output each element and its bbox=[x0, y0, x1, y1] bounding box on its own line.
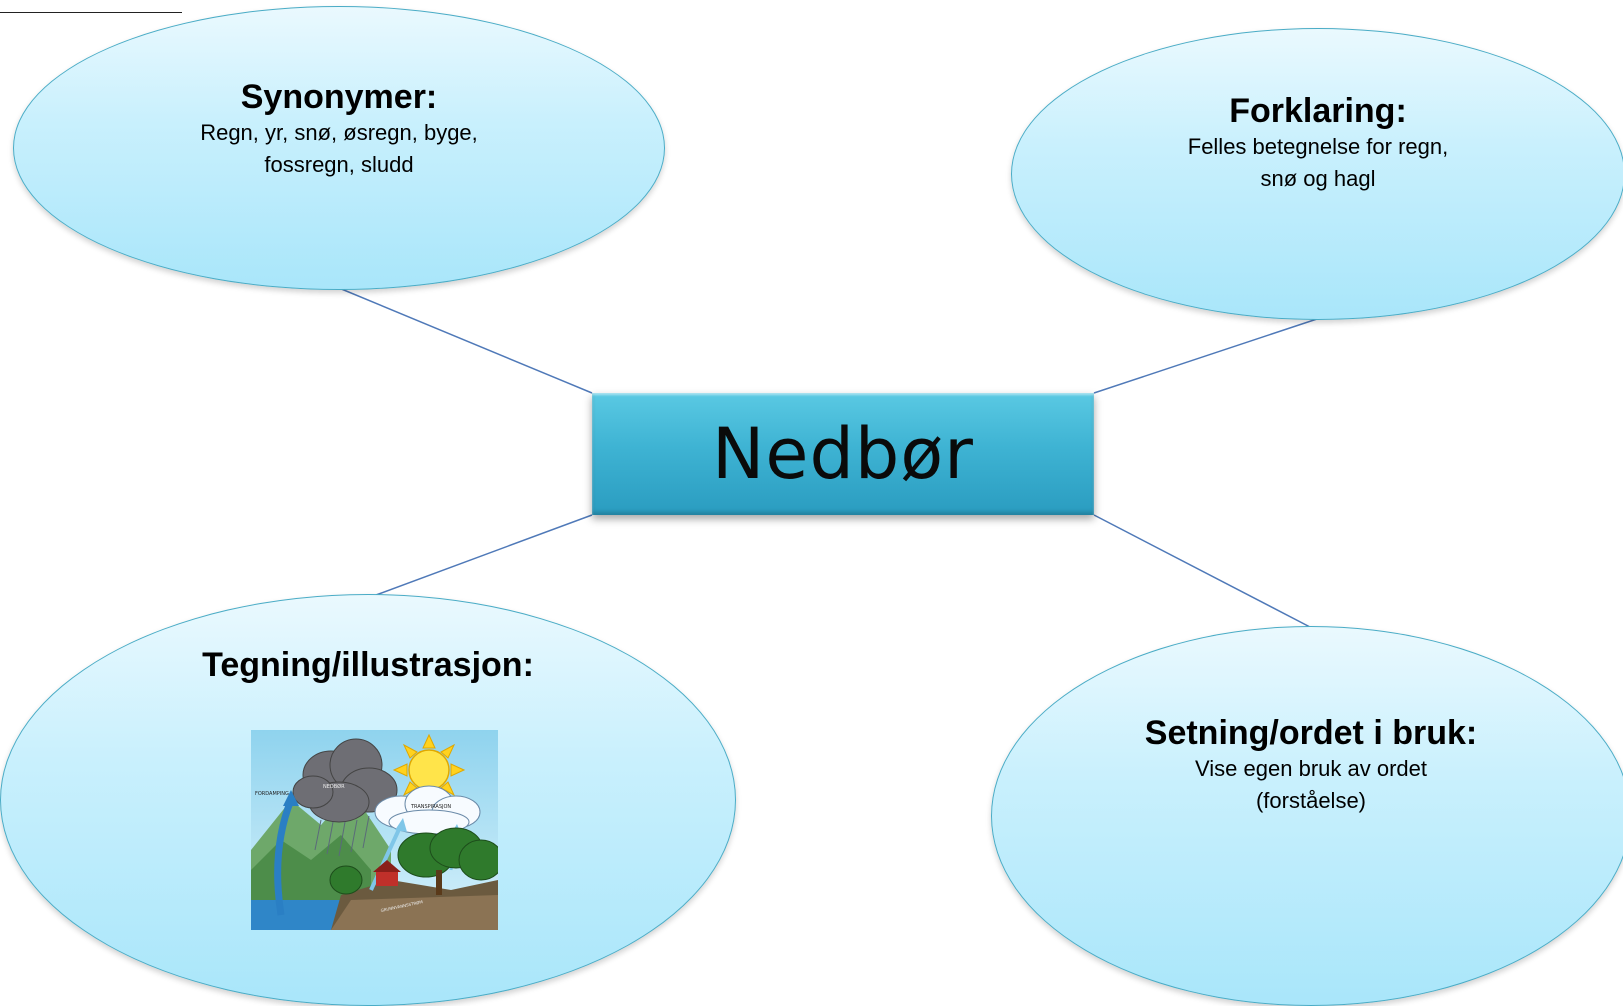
explanation-heading: Forklaring: bbox=[1229, 92, 1407, 130]
explanation-line-2: snø og hagl bbox=[1260, 166, 1376, 191]
connector-sentence bbox=[1093, 514, 1311, 628]
center-topic-box: Nedbør bbox=[592, 393, 1094, 515]
header-underline bbox=[0, 0, 182, 13]
synonyms-bubble: Synonymer: Regn, yr, snø, øsregn, byge, … bbox=[13, 6, 665, 290]
label-nedbor: NEDBØR bbox=[323, 783, 345, 790]
synonyms-line-2: fossregn, sludd bbox=[264, 152, 414, 177]
synonyms-heading: Synonymer: bbox=[240, 78, 438, 116]
connector-explanation bbox=[1093, 317, 1321, 394]
label-fordamping: FORDAMPING bbox=[255, 791, 289, 797]
sentence-heading: Setning/ordet i bruk: bbox=[1144, 714, 1478, 752]
explanation-line-1: Felles betegnelse for regn, bbox=[1187, 134, 1449, 159]
synonyms-line-1: Regn, yr, snø, øsregn, byge, bbox=[200, 120, 478, 145]
drawing-heading: Tegning/illustrasjon: bbox=[202, 646, 534, 684]
label-transpirasjon: TRANSPIRASJON bbox=[410, 804, 451, 810]
sentence-line-1: Vise egen bruk av ordet bbox=[1195, 756, 1427, 781]
water-cycle-illustration: FORDAMPING NEDBØR TRANSPIRASJON GRUNNVAN… bbox=[251, 730, 498, 930]
sentence-bubble: Setning/ordet i bruk: Vise egen bruk av … bbox=[991, 626, 1623, 1006]
connector-drawing bbox=[375, 514, 593, 596]
explanation-bubble: Forklaring: Felles betegnelse for regn, … bbox=[1011, 28, 1623, 320]
sentence-line-2: (forståelse) bbox=[1255, 788, 1367, 813]
center-title: Nedbør bbox=[712, 413, 974, 495]
connector-synonyms bbox=[338, 287, 593, 394]
